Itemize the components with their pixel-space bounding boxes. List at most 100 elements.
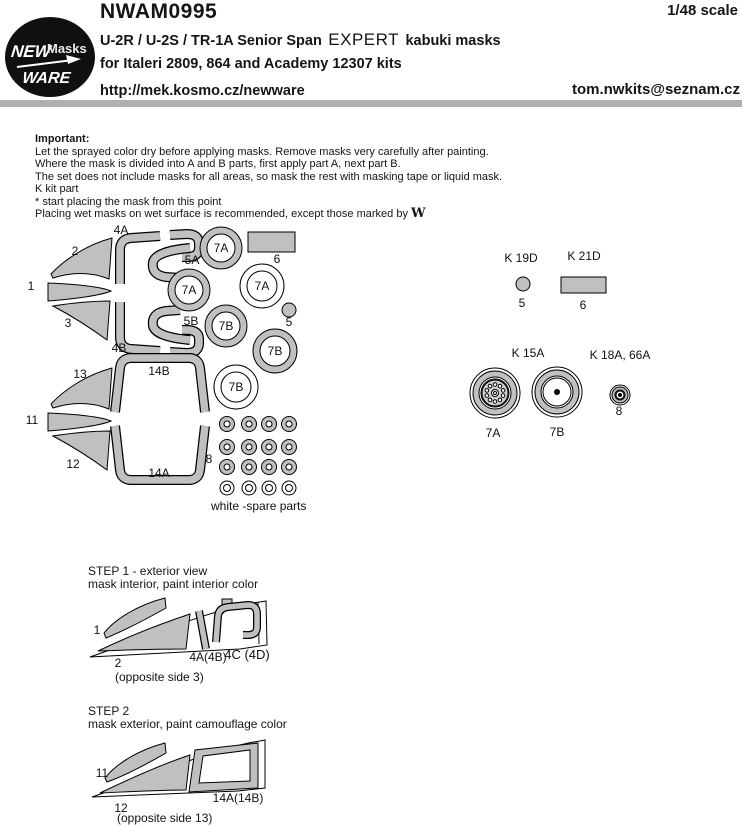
mask-layout-diagram: 2 1 3 4A 4B 5A 5B 7A 7A 6 7A 5 <box>26 223 651 513</box>
mask-part-13 <box>50 367 113 410</box>
logo-arrowhead-icon <box>66 55 81 64</box>
kit-part-K19D: K 19D <box>504 251 538 265</box>
label-step1-4c: 4C (4D) <box>224 647 270 662</box>
kit-part-K21D: K 21D <box>567 249 601 263</box>
title-suffix: kabuki masks <box>405 33 501 49</box>
mask-part-7A-outline: 7A <box>239 263 285 309</box>
step1-opposite-note: (opposite side 3) <box>115 670 204 684</box>
label-part-13: 13 <box>73 367 87 381</box>
label-part-8: 8 <box>616 404 623 418</box>
mask-part-8-grid <box>219 416 297 496</box>
label-step1-2: 2 <box>115 656 122 670</box>
mask-part-1-applied <box>103 597 167 639</box>
ring-row <box>219 416 297 432</box>
mask-part-5A <box>147 243 191 283</box>
label-part-7A: 7A <box>255 279 270 293</box>
label-part-2: 2 <box>72 244 79 258</box>
ring-row <box>219 459 297 475</box>
label-part-7B: 7B <box>229 380 244 394</box>
label-part-12: 12 <box>66 457 80 471</box>
step1-subtitle: mask interior, paint interior color <box>88 577 259 591</box>
label-part-4A: 4A <box>114 223 129 237</box>
note-line: Where the mask is divided into A and B p… <box>35 158 401 170</box>
mask-part-5 <box>281 302 297 318</box>
label-part-7A: 7A <box>182 283 197 297</box>
label-part-5: 5 <box>286 315 293 329</box>
mask-part-5B <box>147 305 191 345</box>
label-part-4B: 4B <box>112 341 127 355</box>
ring-row <box>219 439 297 455</box>
note-line: The set does not include masks for all a… <box>35 170 503 183</box>
kit-part-K15A: K 15A <box>512 346 545 360</box>
logo-word-new: NEW <box>10 42 54 61</box>
mask-part-14A <box>110 425 210 485</box>
note-line: * start placing the mask from this point <box>35 195 222 208</box>
logo-arrow-icon <box>16 59 74 68</box>
label-step2-12: 12 <box>114 801 128 815</box>
product-title: U-2R / U-2S / TR-1A Senior Span EXPERT k… <box>100 30 501 50</box>
newware-marker-icon: W <box>411 206 426 221</box>
step1-header: STEP 1 - exterior view mask interior, pa… <box>88 565 258 591</box>
label-part-7A: 7A <box>214 241 229 255</box>
step2-opposite-note: (opposite side 13) <box>117 811 212 825</box>
wheel-8-diagram <box>609 384 631 406</box>
mask-part-2 <box>50 237 113 280</box>
label-part-7B: 7B <box>268 344 283 358</box>
mask-part-3 <box>51 300 111 341</box>
label-step2-11: 11 <box>96 766 109 780</box>
label-part-8: 8 <box>206 452 213 466</box>
mask-part-12 <box>51 430 111 471</box>
ring-row-spare <box>219 480 297 496</box>
label-part-6: 6 <box>274 252 281 266</box>
step2-header: STEP 2 mask exterior, paint camouflage c… <box>88 705 287 731</box>
mask-part-4A <box>115 229 204 284</box>
kit-part-K21D-shape <box>560 276 607 294</box>
kit-part-K18A: K 18A, 66A <box>590 348 651 362</box>
label-part-14A: 14A <box>148 466 169 480</box>
label-part-3: 3 <box>65 316 72 330</box>
label-part-5A: 5A <box>185 253 200 267</box>
step1-diagram: 1 2 4A(4B) 4C (4D) (opposite side 3) <box>89 597 270 684</box>
scale-label: 1/48 scale <box>667 2 738 19</box>
label-part-5: 5 <box>519 296 526 310</box>
note-line-wet: Placing wet masks on wet surface is reco… <box>35 206 502 221</box>
step2-subtitle: mask exterior, paint camouflage color <box>88 717 287 731</box>
step2-diagram: 11 12 14A(14B) (opposite side 13) <box>91 739 266 825</box>
label-part-11: 11 <box>26 413 39 427</box>
kit-part-K19D-shape <box>515 276 531 292</box>
mask-part-11-applied <box>104 742 167 783</box>
label-part-5B: 5B <box>184 314 199 328</box>
header-divider <box>0 100 742 107</box>
mask-part-12-applied <box>99 754 191 794</box>
mask-part-11 <box>47 412 113 432</box>
website-url: http://mek.kosmo.cz/newware <box>100 83 305 99</box>
label-step1-1: 1 <box>94 623 101 637</box>
mask-part-4A-applied <box>195 610 210 650</box>
important-notes: Important: Let the sprayed color dry bef… <box>35 133 502 221</box>
newware-logo: NEW Masks WARE <box>5 17 95 97</box>
logo-word-ware: WARE <box>21 69 72 87</box>
mask-part-7A-ring1: 7A <box>199 226 243 270</box>
mask-part-6 <box>247 231 296 253</box>
label-step2-14a: 14A(14B) <box>213 791 264 805</box>
mask-part-14B <box>110 353 210 413</box>
spare-parts-note: white -spare parts <box>210 499 306 513</box>
mask-part-1 <box>47 282 113 302</box>
mask-part-7B-ring1: 7B <box>204 304 248 348</box>
title-main: U-2R / U-2S / TR-1A Senior Span <box>100 33 322 49</box>
label-part-7B: 7B <box>219 319 234 333</box>
label-part-7A: 7A <box>486 426 501 440</box>
mask-part-4B <box>115 302 204 358</box>
mask-part-7A-ring2: 7A <box>167 268 211 312</box>
label-part-6: 6 <box>580 298 587 312</box>
mask-part-2-applied <box>97 613 191 652</box>
step2-title: STEP 2 <box>88 704 130 718</box>
label-part-7B: 7B <box>550 425 565 439</box>
note-line: Let the sprayed color dry before applyin… <box>35 145 489 158</box>
wet-note-text: Placing wet masks on wet surface is reco… <box>35 208 408 220</box>
mask-part-4C-applied <box>212 601 261 643</box>
note-line: K kit part <box>35 183 79 195</box>
label-part-1: 1 <box>28 279 35 293</box>
notes-heading: Important: <box>35 133 90 145</box>
wheel-7A-diagram <box>469 367 521 419</box>
